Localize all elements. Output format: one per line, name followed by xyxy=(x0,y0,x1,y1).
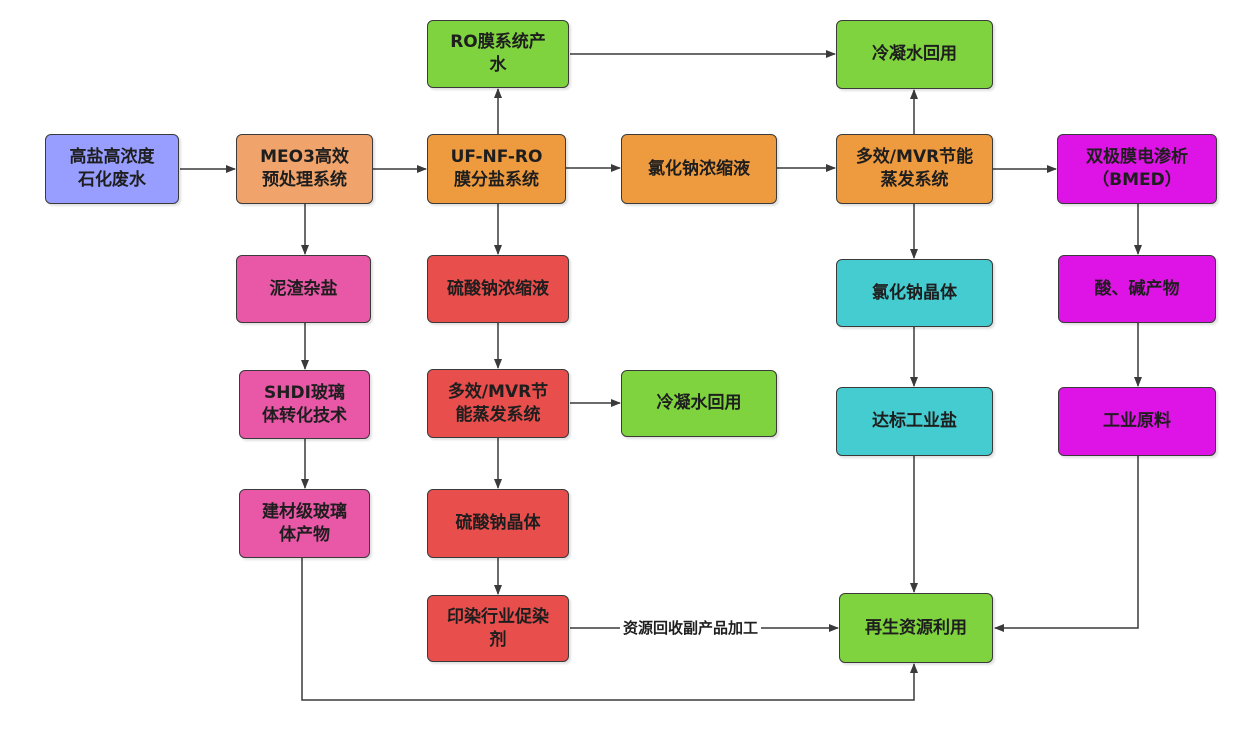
node-sulfate-crystal: 硫酸钠晶体 xyxy=(427,489,569,558)
node-bmed: 双极膜电渗析（BMED） xyxy=(1057,134,1217,204)
node-condensate-mid: 冷凝水回用 xyxy=(621,370,777,437)
node-shdi-technology: SHDI玻璃体转化技术 xyxy=(239,370,370,439)
node-evaporation-sulfate: 多效/MVR节能蒸发系统 xyxy=(427,369,569,438)
node-nacl-concentrate: 氯化钠浓缩液 xyxy=(621,134,777,204)
node-dye-agent: 印染行业促染剂 xyxy=(427,595,569,662)
node-acid-base-products: 酸、碱产物 xyxy=(1058,255,1216,323)
node-meo3-pretreatment: MEO3高效预处理系统 xyxy=(236,134,373,204)
node-condensate-top: 冷凝水回用 xyxy=(836,20,993,89)
node-resource-recycling: 再生资源利用 xyxy=(839,593,993,663)
edge-label-byproduct: 资源回收副产品加工 xyxy=(620,619,762,637)
arrow-glass-to-recycle xyxy=(301,558,918,701)
node-sulfate-concentrate: 硫酸钠浓缩液 xyxy=(427,255,569,323)
node-industrial-raw-material: 工业原料 xyxy=(1058,387,1216,456)
arrow-raw-material-to-recycle xyxy=(994,456,1139,632)
node-industrial-salt: 达标工业盐 xyxy=(836,387,993,456)
node-wastewater: 高盐高浓度石化废水 xyxy=(45,134,179,204)
node-sludge-salt: 泥渣杂盐 xyxy=(236,255,371,323)
node-ro-water: RO膜系统产水 xyxy=(427,20,569,88)
node-evaporation-main: 多效/MVR节能蒸发系统 xyxy=(836,134,993,204)
node-glass-product: 建材级玻璃体产物 xyxy=(239,489,370,558)
node-nacl-crystal: 氯化钠晶体 xyxy=(836,259,993,327)
